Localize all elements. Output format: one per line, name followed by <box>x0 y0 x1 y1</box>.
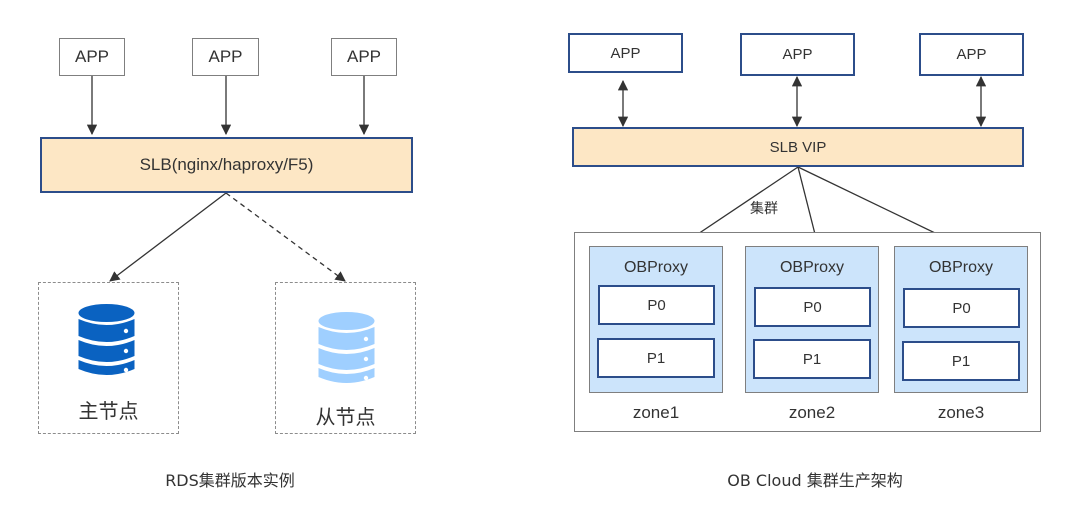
obproxy-label: OBProxy <box>928 259 993 276</box>
load-balancer-label: SLB(nginx/haproxy/F5) <box>139 155 314 174</box>
cluster-label: 集群 <box>750 201 778 217</box>
obproxy-label: OBProxy <box>623 259 688 276</box>
partition-p0: P0 <box>754 287 871 327</box>
right-app-box-3: APP <box>919 33 1024 76</box>
app-label: APP <box>346 47 382 66</box>
partition-label: P0 <box>803 298 822 316</box>
load-balancer-label: SLB VIP <box>769 138 827 156</box>
zone-3-box: OBProxy P0 P1 <box>894 246 1028 393</box>
zone-1-label: zone1 <box>632 403 680 422</box>
right-load-balancer: SLB VIP <box>572 127 1024 167</box>
app-label: APP <box>782 46 813 63</box>
partition-label: P1 <box>951 352 971 370</box>
app-label: APP <box>610 44 641 62</box>
arrow-slb-replica <box>225 192 346 282</box>
partition-p1: P1 <box>902 341 1020 381</box>
right-app-box-1: APP <box>568 33 683 73</box>
obproxy-label: OBProxy <box>779 259 844 276</box>
right-caption: OB Cloud 集群生产架构 <box>727 471 903 490</box>
partition-label: P0 <box>952 299 971 317</box>
zone-2-box: OBProxy P0 P1 <box>745 246 879 393</box>
primary-node-label: 主节点 <box>78 399 139 423</box>
partition-p0: P0 <box>903 288 1020 328</box>
left-caption: RDS集群版本实例 <box>165 471 295 490</box>
partition-label: P0 <box>647 296 666 314</box>
zone-3-label: zone3 <box>937 403 985 422</box>
zone-1-box: OBProxy P0 P1 <box>589 246 723 393</box>
app-label: APP <box>74 47 110 66</box>
app-label: APP <box>956 46 987 63</box>
database-icon-primary <box>78 304 135 375</box>
zone-2-label: zone2 <box>788 403 836 422</box>
partition-label: P1 <box>802 350 822 368</box>
left-app-box-2: APP <box>192 38 259 76</box>
partition-p0: P0 <box>598 285 715 325</box>
partition-p1: P1 <box>597 338 715 378</box>
arrow-slb-primary <box>109 192 227 282</box>
right-app-box-2: APP <box>740 33 855 76</box>
database-icon-replica <box>318 312 375 383</box>
replica-node-label: 从节点 <box>315 405 376 429</box>
partition-p1: P1 <box>753 339 871 379</box>
left-load-balancer: SLB(nginx/haproxy/F5) <box>40 137 413 193</box>
replica-node-box: 从节点 <box>275 282 416 434</box>
left-app-box-3: APP <box>331 38 397 76</box>
primary-node-box: 主节点 <box>38 282 179 434</box>
partition-label: P1 <box>646 349 666 367</box>
left-app-box-1: APP <box>59 38 125 76</box>
app-label: APP <box>208 47 243 66</box>
